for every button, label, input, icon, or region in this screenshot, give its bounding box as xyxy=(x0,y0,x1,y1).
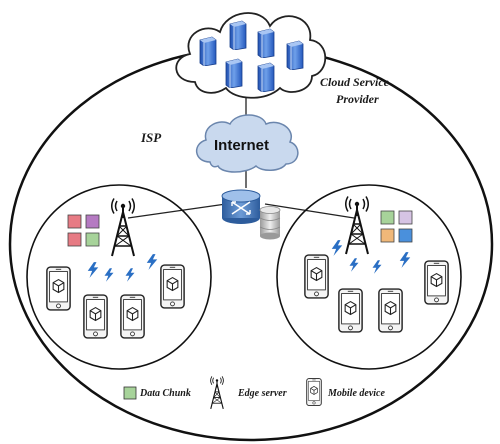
legend xyxy=(123,376,322,410)
legend-data-chunk-label: Data Chunk xyxy=(140,388,191,399)
data-chunk xyxy=(380,210,395,225)
cloud-provider-label-line2: Provider xyxy=(336,92,379,106)
mobile-device-icon xyxy=(338,288,363,333)
database-icon xyxy=(259,206,281,240)
cloud-provider-label-line1: Cloud Service xyxy=(320,75,389,89)
data-chunk xyxy=(67,232,82,247)
mobile-device-icon xyxy=(120,294,145,339)
mobile-device-icon xyxy=(83,294,108,339)
edge-cell-left xyxy=(26,184,212,370)
server-icon xyxy=(229,20,247,50)
legend-mobile-device-label: Mobile device xyxy=(328,388,385,399)
internet-cloud xyxy=(196,114,299,173)
outer-boundary xyxy=(8,46,494,442)
data-chunk-grid xyxy=(380,210,413,243)
server-icon xyxy=(257,28,275,58)
server-icon xyxy=(286,40,304,70)
data-chunk xyxy=(380,228,395,243)
cell-boundary xyxy=(276,184,462,370)
data-chunk xyxy=(398,210,413,225)
internet-label: Internet xyxy=(214,137,270,154)
cloud-service-provider xyxy=(175,12,327,99)
mobile-device-icon xyxy=(46,266,71,311)
mobile-device-icon xyxy=(424,260,449,305)
isp-label: ISP xyxy=(141,130,162,145)
data-chunk xyxy=(67,214,82,229)
data-chunk xyxy=(85,214,100,229)
server-icon xyxy=(199,36,217,66)
legend-mobile-device-icon xyxy=(306,378,322,406)
server-icon xyxy=(225,58,243,88)
mobile-device-icon xyxy=(160,264,185,309)
data-chunk-grid xyxy=(67,214,100,247)
edge-cell-right xyxy=(276,184,462,370)
server-icon xyxy=(257,62,275,92)
provider-cloud-shape xyxy=(175,12,327,99)
data-chunk xyxy=(398,228,413,243)
mobile-device-icon xyxy=(304,254,329,299)
mobile-device-icon xyxy=(378,288,403,333)
router-icon xyxy=(221,189,261,224)
cell-boundary xyxy=(26,184,212,370)
legend-data-chunk-swatch xyxy=(123,386,137,400)
data-chunk xyxy=(85,232,100,247)
legend-edge-server-label: Edge server xyxy=(238,388,287,399)
